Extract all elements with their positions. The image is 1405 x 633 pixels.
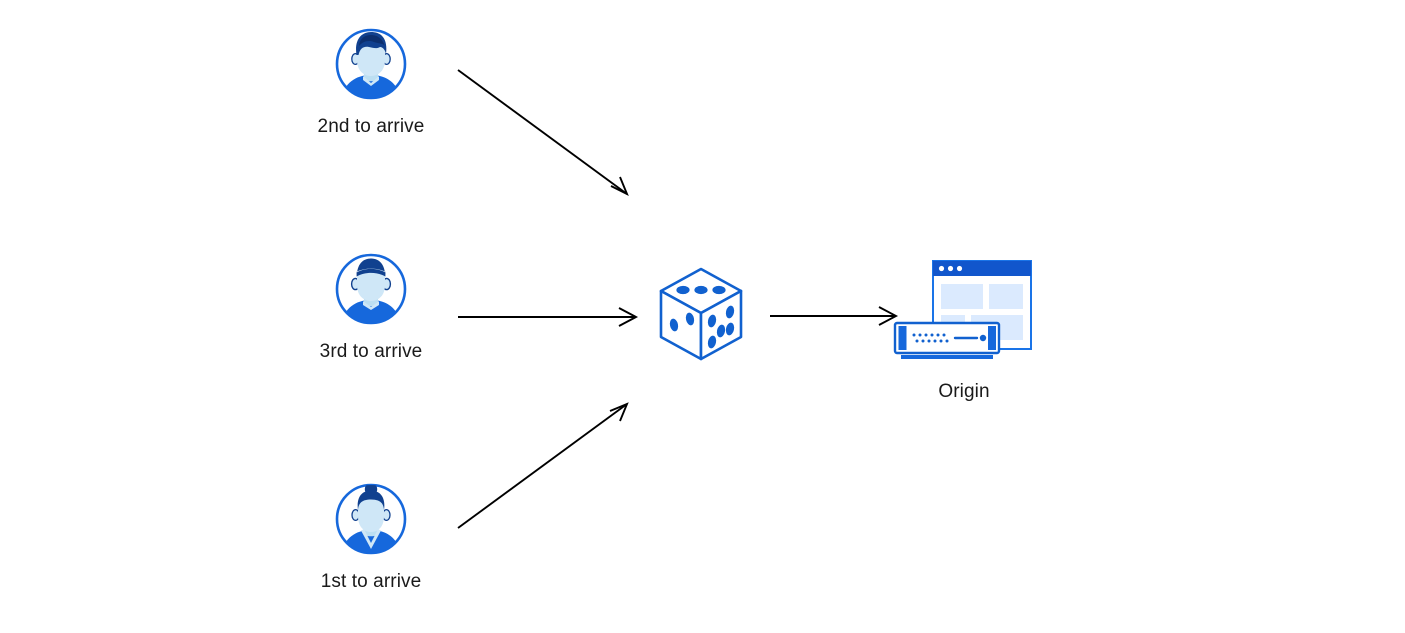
- arrow-dice-to-origin: [770, 306, 899, 326]
- user-avatar-icon: [333, 251, 409, 327]
- origin-server-icon: [889, 255, 1039, 365]
- node-label: Origin: [938, 381, 990, 402]
- arrow-1st-to-dice: [457, 402, 629, 529]
- node-origin[interactable]: Origin: [889, 255, 1039, 405]
- node-client-2nd[interactable]: 2nd to arrive: [311, 26, 431, 140]
- node-randomizer[interactable]: [656, 263, 746, 367]
- user-avatar-icon: [333, 481, 409, 557]
- node-label: 3rd to arrive: [319, 341, 423, 362]
- arrow-3rd-to-dice: [458, 307, 639, 327]
- dice-icon: [655, 263, 747, 367]
- node-client-1st[interactable]: 1st to arrive: [311, 481, 431, 595]
- arrow-2nd-to-dice: [457, 69, 629, 196]
- user-avatar-icon: [333, 26, 409, 102]
- node-label: 2nd to arrive: [317, 116, 425, 137]
- node-label: 1st to arrive: [320, 571, 422, 592]
- server-device: [893, 321, 1001, 359]
- node-client-3rd[interactable]: 3rd to arrive: [311, 251, 431, 365]
